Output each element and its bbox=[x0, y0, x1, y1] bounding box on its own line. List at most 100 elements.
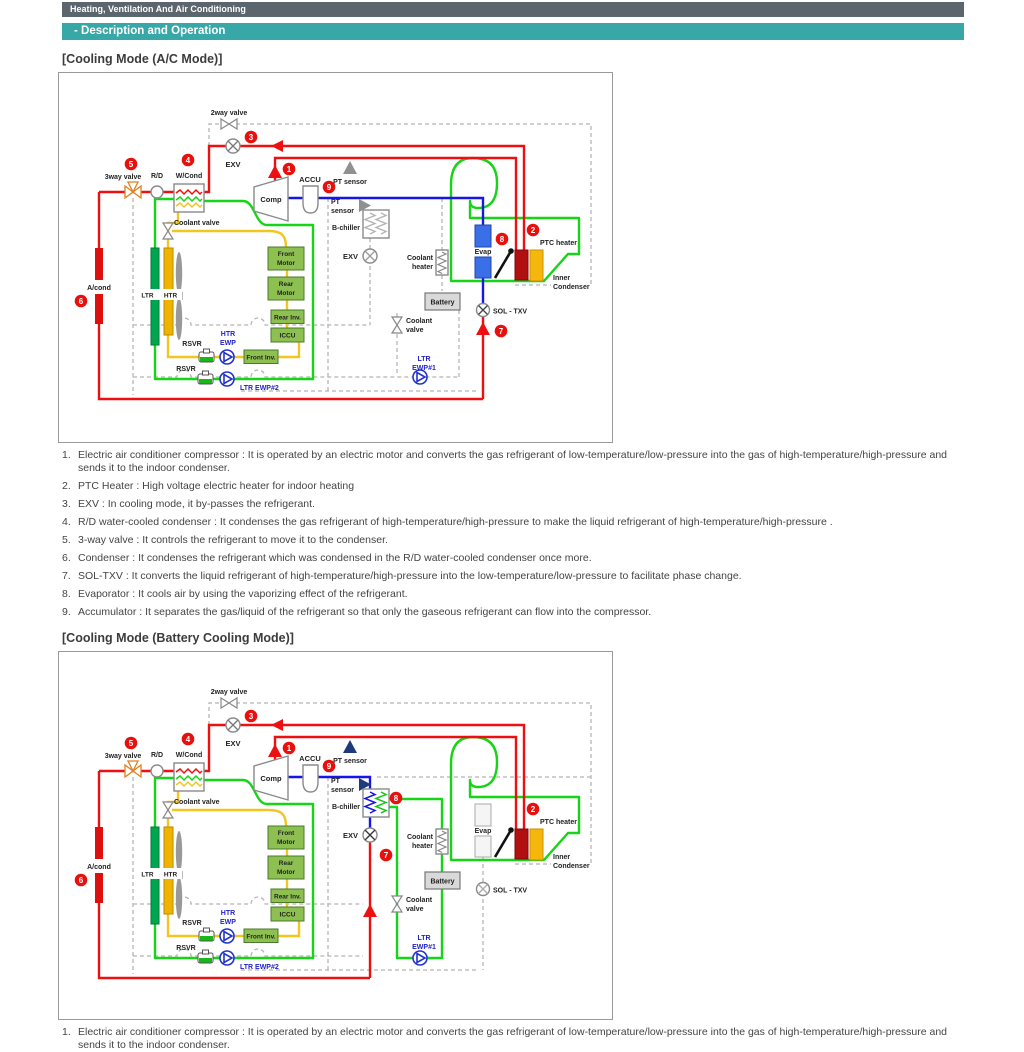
list-item: 4.R/D water-cooled condenser : It conden… bbox=[62, 516, 833, 528]
ltr-ewp1-pump: LTR EWP#1 bbox=[412, 935, 436, 966]
wcond-label: W/Cond bbox=[176, 173, 202, 180]
pt-sensor-top: PT sensor bbox=[333, 740, 367, 765]
rear-inv-label: Rear Inv. bbox=[274, 315, 301, 322]
list-item: 2.PTC Heater : High voltage electric hea… bbox=[62, 480, 355, 492]
evaporator: Evap bbox=[474, 803, 492, 858]
badge-9: 9 bbox=[322, 759, 336, 773]
acond-condenser: A/cond bbox=[87, 248, 111, 324]
air-mix-door bbox=[493, 827, 514, 858]
iccu-box: ICCU bbox=[270, 906, 305, 922]
list-item: 5.3-way valve : It controls the refriger… bbox=[62, 534, 388, 546]
rear-motor-label-1: Rear bbox=[279, 860, 294, 867]
svg-text:6: 6 bbox=[79, 297, 84, 306]
front-inv-label: Front Inv. bbox=[246, 934, 275, 941]
accu-label: ACCU bbox=[299, 175, 321, 184]
iccu-box: ICCU bbox=[270, 327, 305, 343]
rd-label: R/D bbox=[151, 752, 163, 759]
compressor: Comp bbox=[253, 755, 289, 801]
ltr-ewp1-label-1: LTR bbox=[417, 935, 430, 942]
badge-2: 2 bbox=[526, 802, 540, 816]
exv-main-label: EXV bbox=[225, 160, 240, 169]
htr-ewp-label-2: EWP bbox=[220, 340, 236, 347]
badge-8: 8 bbox=[495, 232, 509, 246]
red-refrigerant-pipes bbox=[97, 719, 526, 980]
rear-motor-box: Rear Motor bbox=[267, 276, 305, 301]
accumulator: ACCU bbox=[299, 754, 321, 793]
svg-text:3: 3 bbox=[249, 712, 254, 721]
pt-sensor-top: PT sensor bbox=[333, 161, 367, 186]
badge-5: 5 bbox=[124, 157, 138, 171]
list-item: 9.Accumulator : It separates the gas/liq… bbox=[62, 606, 652, 618]
diagram-cooling-ac-mode: A/cond 3way valve R/D W/Cond 2way valve … bbox=[74, 110, 592, 401]
inner-condenser-label-1: Inner bbox=[553, 275, 570, 282]
exv-chiller-label: EXV bbox=[343, 252, 358, 261]
coolant-valve-front: Coolant valve bbox=[161, 220, 220, 240]
pt-sensor-chiller: PT sensor bbox=[331, 199, 371, 215]
svg-text:2: 2 bbox=[531, 226, 536, 235]
comp-label: Comp bbox=[260, 195, 282, 204]
flow-arrow-up-soltxv-icon bbox=[476, 322, 490, 335]
two-way-valve-label: 2way valve bbox=[211, 689, 248, 696]
flow-arrow-up-comp-icon bbox=[268, 165, 282, 178]
battery-chiller: B-chiller bbox=[332, 788, 390, 818]
badge-9: 9 bbox=[322, 180, 336, 194]
battery-label: Battery bbox=[430, 879, 454, 886]
badge-7: 7 bbox=[494, 324, 508, 338]
htr-label: HTR bbox=[164, 872, 178, 879]
b-chiller-label: B-chiller bbox=[332, 225, 360, 232]
pt-label: PT bbox=[331, 778, 341, 785]
coolant-heater-label-1: Coolant bbox=[407, 255, 434, 262]
reservoir-2: RSVR bbox=[176, 945, 214, 964]
three-way-valve-label: 3way valve bbox=[105, 753, 142, 760]
battery-box: Battery bbox=[424, 871, 461, 890]
svg-text:5: 5 bbox=[129, 739, 134, 748]
battery-label: Battery bbox=[430, 300, 454, 307]
rear-motor-label-2: Motor bbox=[277, 290, 296, 297]
rd-receiver-drier: R/D bbox=[150, 173, 164, 199]
svg-text:4: 4 bbox=[186, 156, 191, 165]
svg-text:3: 3 bbox=[249, 133, 254, 142]
front-motor-label-2: Motor bbox=[277, 260, 296, 267]
three-way-valve: 3way valve bbox=[105, 174, 142, 200]
inner-condenser: Inner Condenser bbox=[514, 828, 590, 870]
badge-8: 8 bbox=[389, 791, 403, 805]
flow-arrow-up-comp-icon bbox=[268, 744, 282, 757]
badge-2: 2 bbox=[526, 223, 540, 237]
water-cooled-condenser: W/Cond bbox=[173, 752, 205, 792]
list-item: 3.EXV : In cooling mode, it by-passes th… bbox=[62, 498, 315, 510]
list-item: 8.Evaporator : It cools air by using the… bbox=[62, 588, 408, 600]
ltr-ewp1-pump: LTR EWP#1 bbox=[412, 356, 436, 385]
water-cooled-condenser: W/Cond bbox=[173, 173, 205, 213]
ltr-ewp2-pump: LTR EWP#2 bbox=[219, 950, 279, 971]
ltr-label: LTR bbox=[141, 293, 153, 300]
reservoir-1: RSVR bbox=[182, 920, 215, 942]
ltr-ewp2-pump: LTR EWP#2 bbox=[219, 371, 279, 392]
ltr-label-chip bbox=[136, 868, 159, 879]
rd-receiver-drier: R/D bbox=[150, 752, 164, 778]
svg-text:6: 6 bbox=[79, 876, 84, 885]
three-way-valve-label: 3way valve bbox=[105, 174, 142, 181]
ac-mode-description-list: 1.Electric air conditioner compressor : … bbox=[62, 449, 964, 619]
htr-ewp-label-2: EWP bbox=[220, 919, 236, 926]
blue-refrigerant-pipes bbox=[288, 196, 485, 304]
coolant-valve-front: Coolant valve bbox=[161, 799, 220, 819]
ltr-label-chip bbox=[136, 289, 159, 300]
exv-chiller: EXV bbox=[343, 248, 378, 264]
ltr-ewp1-label-2: EWP#1 bbox=[412, 365, 436, 372]
acond-label: A/cond bbox=[87, 285, 111, 292]
inner-condenser: Inner Condenser bbox=[514, 249, 590, 291]
svg-text:9: 9 bbox=[327, 183, 332, 192]
rsvr1-label: RSVR bbox=[182, 341, 201, 348]
front-inv-box: Front Inv. bbox=[243, 928, 279, 943]
htr-ewp-pump: HTR EWP bbox=[219, 910, 236, 944]
acond-label: A/cond bbox=[87, 864, 111, 871]
coolant-valve-front-label: Coolant valve bbox=[174, 220, 220, 227]
comp-label: Comp bbox=[260, 774, 282, 783]
rear-inv-box: Rear Inv. bbox=[270, 309, 305, 324]
coolant-valve-battery-label-2: valve bbox=[406, 906, 424, 913]
ltr-ewp1-label-1: LTR bbox=[417, 356, 430, 363]
svg-text:2: 2 bbox=[531, 805, 536, 814]
ptc-heater-label: PTC heater bbox=[540, 819, 577, 826]
coolant-heater-label-2: heater bbox=[412, 843, 433, 850]
ltr-ewp1-label-2: EWP#1 bbox=[412, 944, 436, 951]
